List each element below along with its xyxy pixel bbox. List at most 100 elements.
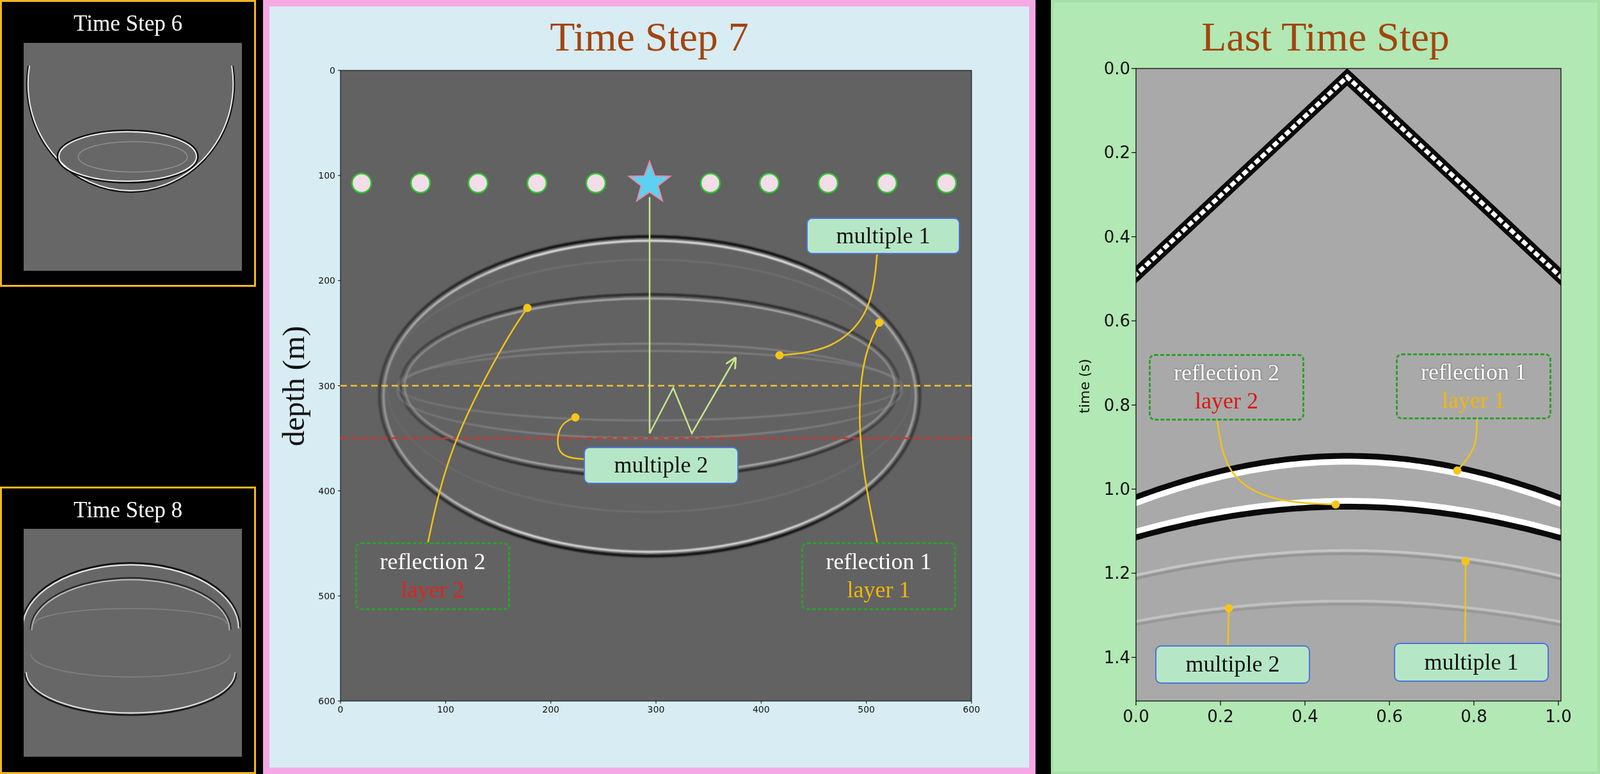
- tick-mark: [1131, 404, 1136, 406]
- callout-text: reflection 2: [380, 547, 486, 576]
- thumbnail-wavefield: [34, 608, 227, 624]
- tick-label: 100: [437, 704, 455, 714]
- leader-line: [1217, 420, 1336, 505]
- leader-dot: [1331, 500, 1341, 509]
- tick-mark: [1557, 700, 1559, 706]
- panel-title: Time Step 8: [1, 496, 255, 524]
- multiple-callout: multiple 1: [1393, 642, 1549, 682]
- tick-mark: [1131, 67, 1136, 69]
- gather-plot: [1127, 68, 1572, 706]
- tick-mark: [550, 700, 552, 704]
- thumbnail-wavefield: [26, 65, 235, 192]
- tick-mark: [1131, 320, 1136, 322]
- tick-label: 0.0: [1104, 60, 1131, 77]
- tick-mark: [865, 700, 867, 704]
- leader-line: [428, 307, 528, 543]
- tick-label: 300: [318, 381, 336, 391]
- tick-mark: [760, 700, 762, 704]
- receiver-symbol: [586, 173, 606, 193]
- leader-dot: [875, 318, 884, 328]
- tick-label: 200: [542, 704, 560, 714]
- callout-text: layer 2: [401, 576, 465, 605]
- reflection-event: [1136, 506, 1561, 542]
- leader-dot: [523, 304, 532, 313]
- callout-text: reflection 1: [1420, 358, 1527, 387]
- receiver-symbol: [410, 173, 431, 193]
- gather-plot: [1136, 68, 1561, 701]
- tick-label: 100: [318, 170, 336, 180]
- tick-label: 500: [857, 704, 875, 714]
- callout-text: multiple 1: [836, 222, 931, 251]
- reflection-event: [1136, 553, 1561, 582]
- tick-label: 0.8: [1460, 707, 1487, 725]
- reflection-callout: reflection 2layer 2: [355, 542, 511, 610]
- multiple-callout: multiple 1: [806, 217, 960, 255]
- panel-ground: [1050, 0, 1600, 774]
- tick-label: 0.2: [1104, 144, 1131, 161]
- thumbnail-wavefield: [23, 42, 242, 271]
- reflection-callout: reflection 1layer 1: [1395, 353, 1552, 420]
- leader-dot: [1453, 466, 1462, 475]
- tick-label: 0.4: [1291, 707, 1318, 725]
- wavefield-plot: [340, 70, 972, 701]
- leader-line: [557, 417, 584, 459]
- tick-mark: [1131, 656, 1136, 658]
- ray-path: [649, 197, 735, 434]
- leader-dot: [571, 413, 580, 422]
- tick-mark: [1388, 700, 1390, 706]
- reflection-callout: reflection 1layer 1: [801, 542, 957, 610]
- thumbnail-wavefield: [23, 562, 240, 715]
- callout-text: multiple 1: [1424, 648, 1519, 677]
- receiver-symbol: [759, 173, 779, 193]
- tick-label: 1.4: [1104, 648, 1131, 666]
- reflection-event: [1136, 461, 1561, 508]
- source-star: [629, 161, 671, 201]
- tick-mark: [445, 700, 447, 704]
- receiver-symbol: [818, 173, 838, 193]
- callout-text: multiple 2: [1185, 650, 1280, 679]
- panel-title: Time Step 6: [1, 10, 255, 38]
- tick-label: 200: [318, 275, 336, 285]
- thumbnail-wavefield: [78, 141, 187, 172]
- leader-dot: [1224, 604, 1234, 613]
- thumbnail-wavefield: [30, 577, 232, 630]
- tick-label: 600: [318, 696, 336, 706]
- thumbnail-wavefield: [26, 65, 235, 192]
- wavefield-plot: [337, 70, 972, 704]
- gather-traces: [1136, 76, 1561, 627]
- receiver-symbol: [936, 173, 957, 193]
- tick-mark: [337, 385, 341, 386]
- tick-mark: [1131, 572, 1136, 574]
- reflection-event: [1136, 604, 1561, 628]
- receiver-symbol: [352, 173, 372, 193]
- leader-dot: [1461, 557, 1471, 566]
- callout-text: layer 2: [1194, 387, 1259, 416]
- leader-dot: [775, 351, 784, 360]
- direct-wave: [1136, 76, 1561, 283]
- tick-mark: [1304, 700, 1305, 706]
- thumbnail-panel: Time Step 6: [0, 0, 256, 287]
- tick-label: 1.0: [1544, 707, 1572, 725]
- tick-mark: [1135, 700, 1136, 706]
- tick-label: 400: [318, 486, 336, 496]
- leader-line: [1457, 419, 1478, 471]
- callout-text: multiple 2: [614, 451, 709, 480]
- axis-title: depth (m): [278, 325, 310, 447]
- panel-title: Last Time Step: [1053, 12, 1598, 63]
- thumbnail-wavefield: [57, 129, 198, 183]
- tick-mark: [970, 700, 972, 704]
- axis-title: time (s): [1077, 358, 1092, 413]
- callout-text: reflection 2: [1173, 359, 1280, 388]
- tick-mark: [1131, 488, 1136, 489]
- multiple-callout: multiple 2: [1155, 645, 1311, 684]
- wavefield-plot: [340, 70, 972, 701]
- tick-label: 0.6: [1104, 312, 1131, 329]
- tick-mark: [337, 595, 341, 596]
- tick-label: 0: [329, 65, 336, 75]
- tick-label: 0: [337, 704, 344, 714]
- multiple-callout: multiple 2: [583, 446, 739, 484]
- tick-label: 600: [963, 704, 981, 714]
